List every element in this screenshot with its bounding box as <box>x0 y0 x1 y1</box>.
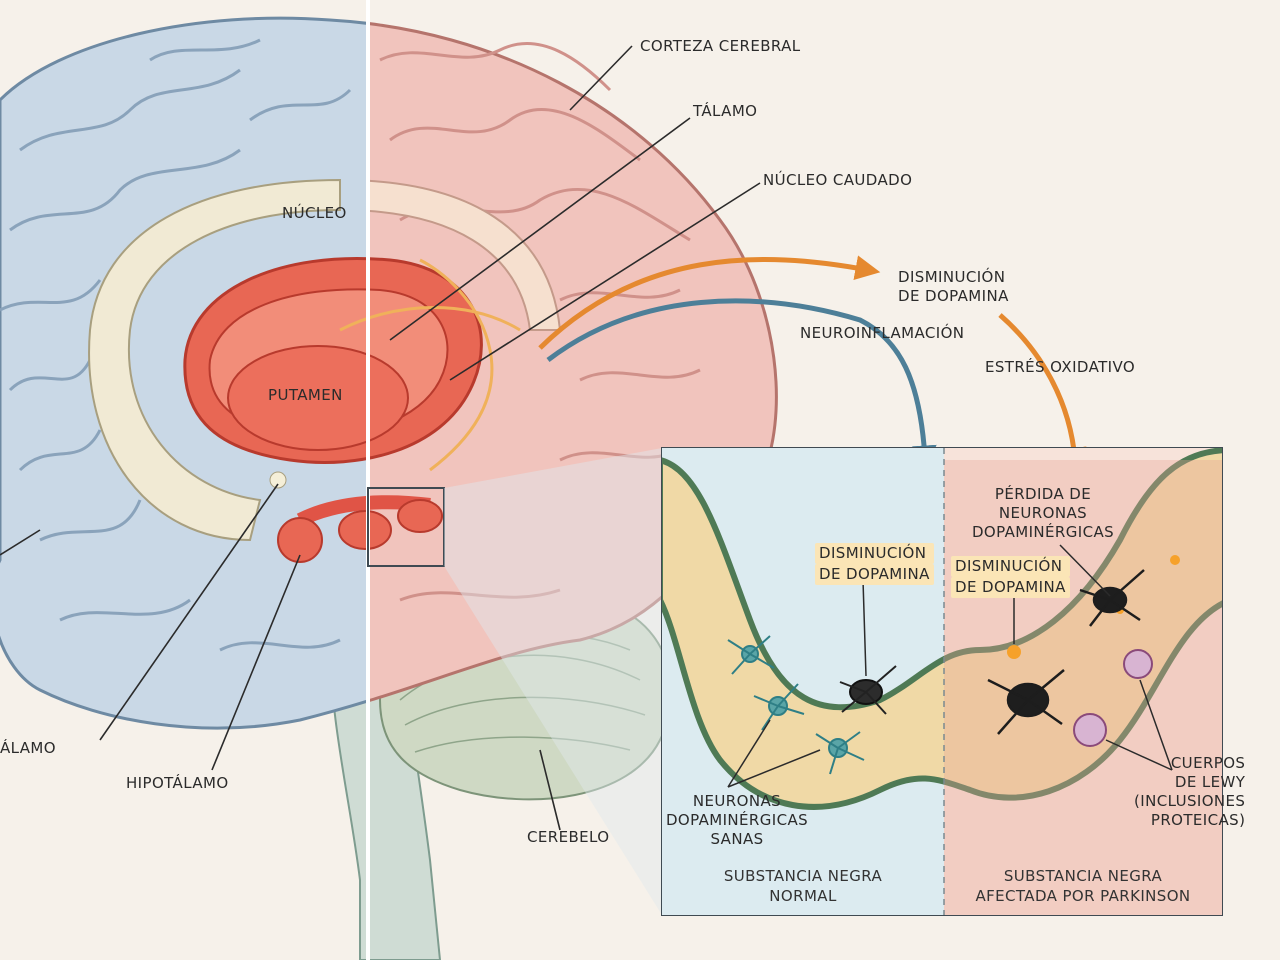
label-putamen: PUTAMEN <box>268 386 343 404</box>
caption-parkinson-line1: SUBSTANCIA NEGRA <box>1003 867 1163 885</box>
caption-normal-line2: NORMAL <box>769 887 837 905</box>
label-estres-oxidativo: ESTRÉS OXIDATIVO <box>985 358 1136 376</box>
lewy-line1: CUERPOS <box>1170 754 1246 772</box>
label-disminucion-dopamina: DISMINUCIÓN DE DOPAMINA <box>898 268 1009 306</box>
basal-ganglia <box>183 257 521 563</box>
healthy-neurons-line2: DOPAMINÉRGICAS <box>665 811 809 829</box>
declining-neuron <box>839 665 897 715</box>
caption-parkinson-line2: AFECTADA POR PARKINSON <box>975 887 1191 905</box>
label-nucleo: NÚCLEO <box>282 204 347 222</box>
lewy-line2: DE LEWY <box>1174 773 1246 791</box>
inset-leaders <box>727 544 1173 788</box>
inset-right-dopa-line1: DISMINUCIÓN <box>951 556 1070 577</box>
lewy-line3: (INCLUSIONES <box>1134 792 1246 810</box>
label-hipotalamo: HIPOTÁLAMO <box>126 774 229 792</box>
healthy-neurons-line1: NEURONAS <box>692 792 782 810</box>
healthy-neurons-line3: SANAS <box>710 830 764 848</box>
label-corteza-cerebral: CORTEZA CEREBRAL <box>640 37 801 55</box>
leader-lines <box>0 45 761 831</box>
inset-healthy-neurons-label: NEURONAS DOPAMINÉRGICAS SANAS <box>666 792 808 849</box>
inset-lewy-bodies-label: CUERPOS DE LEWY (INCLUSIONES PROTEICAS) <box>1134 754 1245 830</box>
lewy-bodies <box>1073 649 1153 747</box>
neuron-loss-line2: NEURONAS <box>998 504 1088 522</box>
inset-left-dopamine-label: DISMINUCIÓN DE DOPAMINA <box>815 543 934 585</box>
process-arrows <box>538 255 1087 473</box>
caption-parkinson: SUBSTANCIA NEGRA AFECTADA POR PARKINSON <box>975 866 1190 906</box>
caption-normal: SUBSTANCIA NEGRA NORMAL <box>724 866 882 906</box>
label-disminucion-line2: DE DOPAMINA <box>898 287 1009 305</box>
inset-left-dopa-line2: DE DOPAMINA <box>815 564 934 585</box>
degenerated-neurons <box>987 569 1145 735</box>
lewy-line4: PROTEICAS) <box>1150 811 1246 829</box>
label-neuroinflamacion: NEUROINFLAMACIÓN <box>800 324 965 342</box>
label-talamo-left: ÁLAMO <box>0 739 56 757</box>
label-cerebelo: CEREBELO <box>527 828 610 846</box>
caption-normal-line1: SUBSTANCIA NEGRA <box>723 867 883 885</box>
inset-left-dopa-line1: DISMINUCIÓN <box>815 543 934 564</box>
inset-right-dopamine-label: DISMINUCIÓN DE DOPAMINA <box>951 556 1070 598</box>
label-nucleo-caudado: NÚCLEO CAUDADO <box>763 171 913 189</box>
substantia-nigra-inset <box>661 447 1223 916</box>
healthy-neurons <box>727 635 865 775</box>
neuron-loss-line3: DOPAMINÉRGICAS <box>971 523 1115 541</box>
zoom-indicator <box>367 448 662 915</box>
inset-right-dopa-line2: DE DOPAMINA <box>951 577 1070 598</box>
neuron-loss-line1: PÉRDIDA DE <box>994 485 1092 503</box>
label-disminucion-line1: DISMINUCIÓN <box>898 268 1006 286</box>
label-talamo: TÁLAMO <box>693 102 758 120</box>
inset-neuron-loss-label: PÉRDIDA DE NEURONAS DOPAMINÉRGICAS <box>972 485 1114 542</box>
